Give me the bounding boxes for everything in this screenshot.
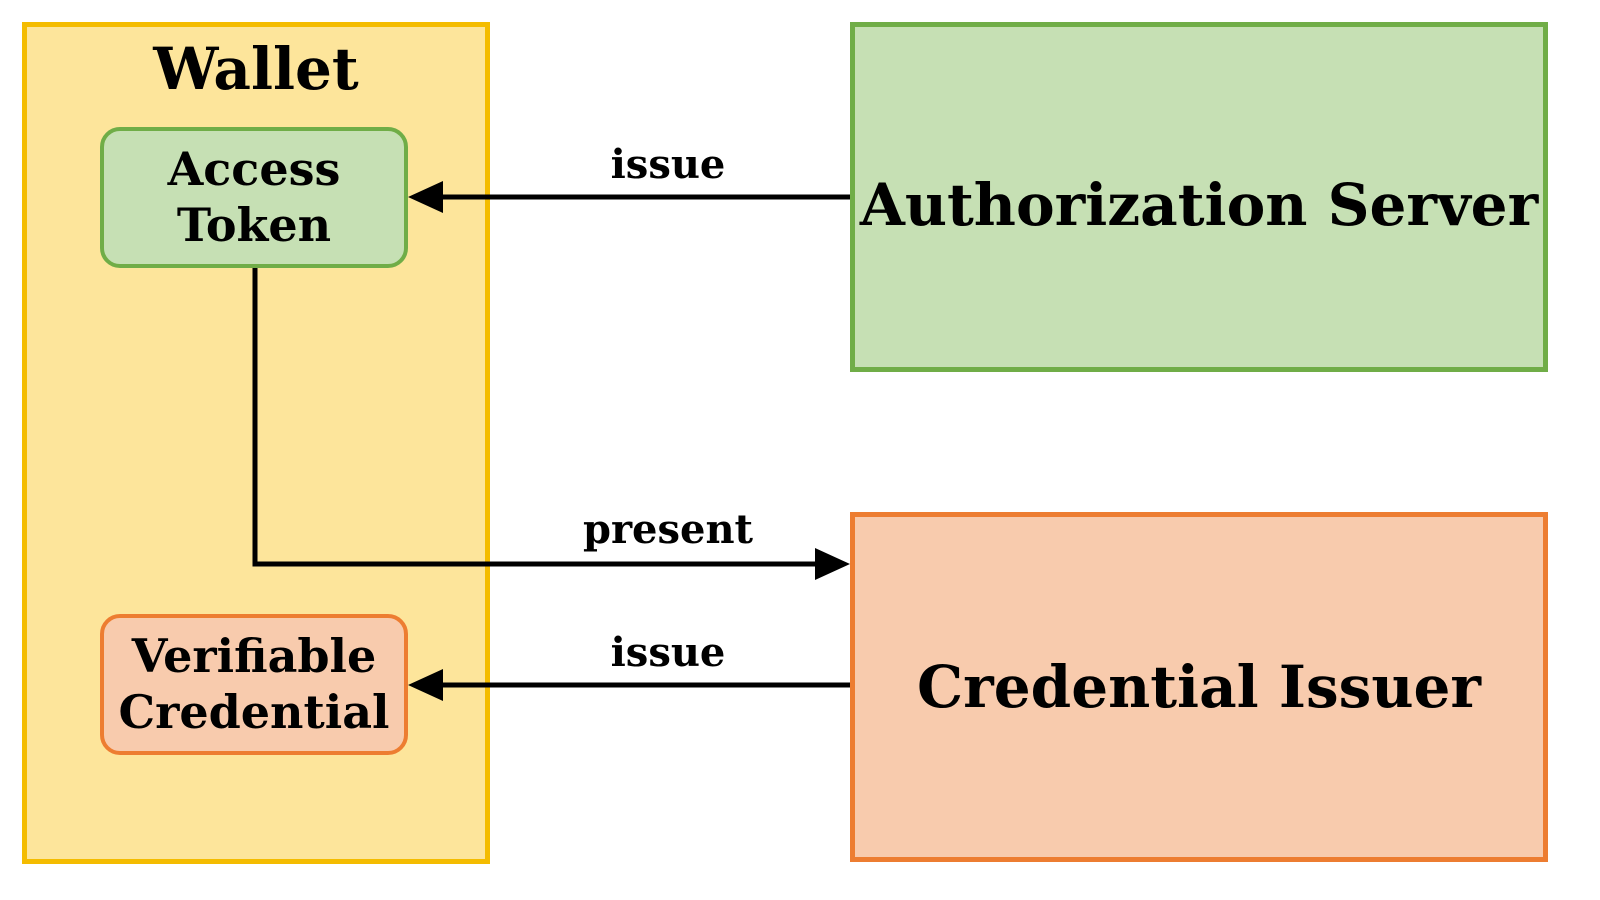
credential-issuer-node: Credential Issuer xyxy=(850,512,1548,862)
credential-issuer-label: Credential Issuer xyxy=(917,653,1481,721)
access-token-label-line1: Access xyxy=(167,142,341,197)
authorization-server-label: Authorization Server xyxy=(859,171,1539,239)
issue-token-arrowhead xyxy=(408,181,443,213)
issue-credential-arrowhead xyxy=(408,669,443,701)
authorization-server-node: Authorization Server xyxy=(850,22,1548,372)
verifiable-credential-node: Verifiable Credential xyxy=(100,614,408,755)
access-token-label-line2: Token xyxy=(176,197,332,252)
issue-credential-label: issue xyxy=(610,629,726,676)
present-arrow-line xyxy=(252,268,818,567)
access-token-node: Access Token xyxy=(100,127,408,268)
issue-token-label: issue xyxy=(610,141,726,188)
wallet-title: Wallet xyxy=(153,35,359,103)
present-arrowhead xyxy=(815,548,850,580)
present-label: present xyxy=(582,506,754,553)
verifiable-credential-label-line2: Credential xyxy=(118,684,390,739)
verifiable-credential-label-line1: Verifiable xyxy=(131,629,377,684)
